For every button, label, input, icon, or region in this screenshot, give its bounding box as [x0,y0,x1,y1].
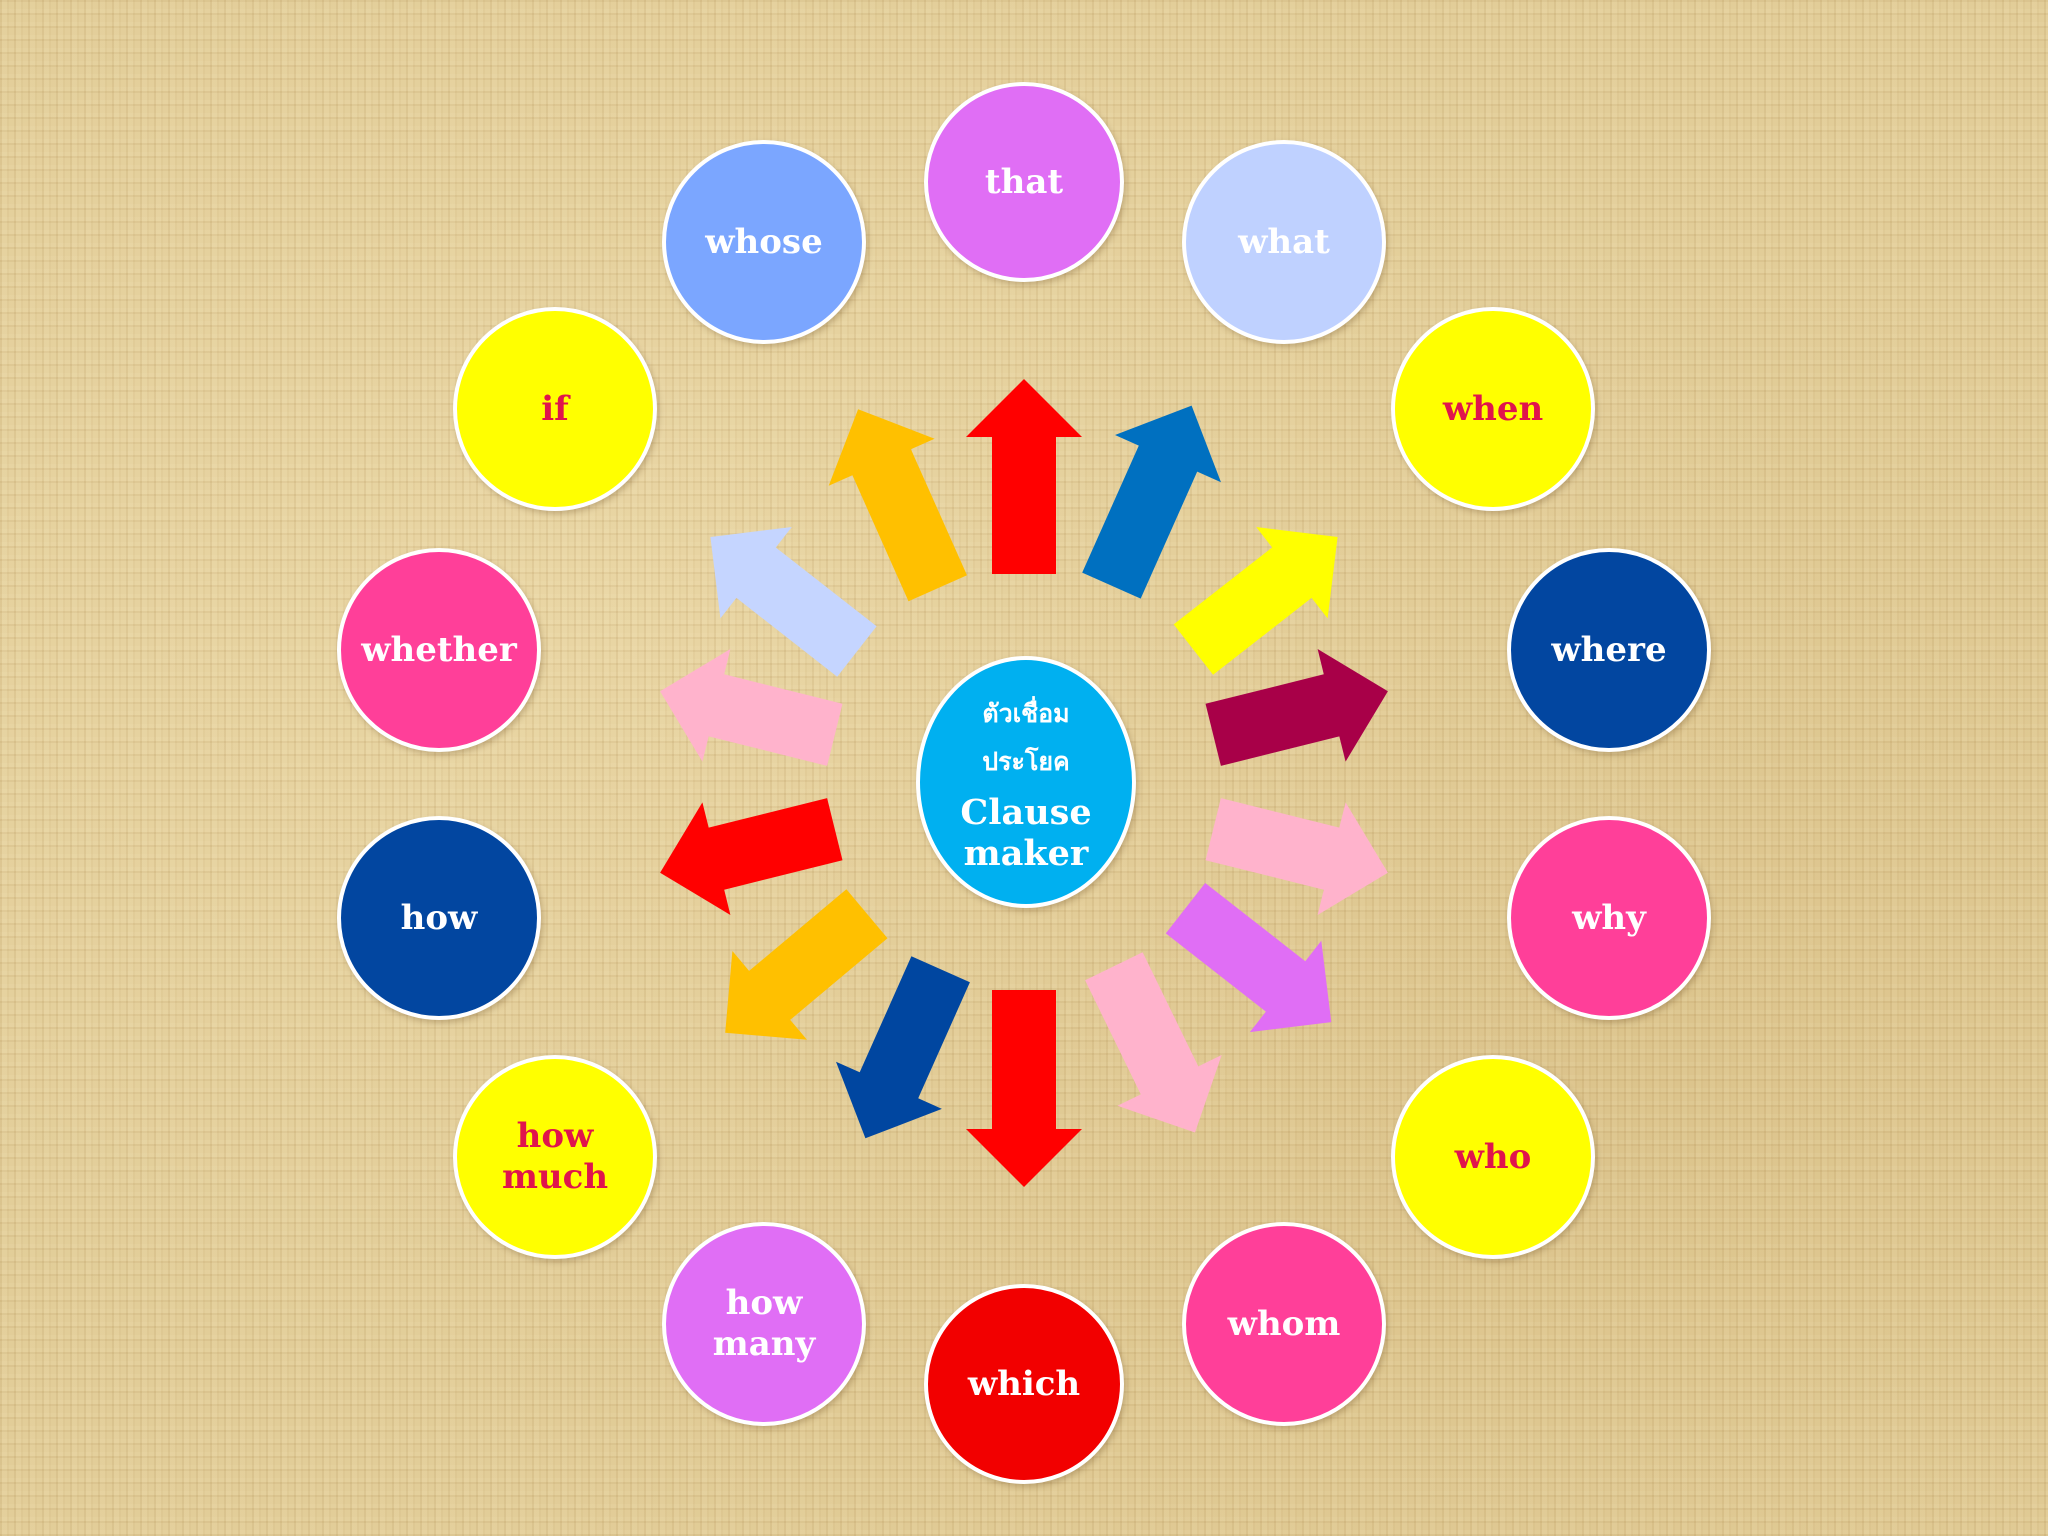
center-thai-label: ตัวเชื่อม ประโยค [982,699,1070,776]
bubble-label: how many [712,1283,816,1364]
bubble-label: whose [705,221,823,262]
arrow-14 [828,409,967,602]
bubble-label: which [967,1363,1081,1404]
bubble-label: how much [501,1116,609,1197]
center-hub: ตัวเชื่อม ประโยค Clause maker [916,656,1136,908]
bubble-label: why [1572,897,1646,938]
arrow-3 [1173,527,1338,675]
arrow-6 [1165,883,1332,1033]
bubble-label: where [1551,629,1667,670]
center-english-label: Clause maker [960,792,1092,874]
arrow-9 [836,956,970,1139]
arrow-11 [660,798,843,915]
bubble-whether: whether [337,548,541,752]
bubble-label: whom [1227,1303,1341,1344]
arrow-10 [725,889,888,1040]
bubble-how-many: how many [662,1222,866,1426]
arrow-5 [1205,798,1388,915]
arrow-7 [1085,952,1222,1133]
bubble-label: what [1238,221,1330,262]
bubble-who: who [1391,1055,1595,1259]
bubble-label: how [400,897,478,938]
bubble-label: who [1454,1136,1532,1177]
bubble-label: when [1442,388,1544,429]
bubble-where: where [1507,548,1711,752]
arrow-4 [1205,649,1388,766]
arrow-2 [1082,405,1221,599]
bubble-when: when [1391,307,1595,511]
arrow-13 [710,527,877,677]
arrow-12 [660,649,843,766]
bubble-how-much: how much [453,1055,657,1259]
bubble-how: how [337,816,541,1020]
bubble-if: if [453,307,657,511]
bubble-label: whether [361,629,517,670]
bubble-label: if [541,388,569,429]
bubble-what: what [1182,140,1386,344]
bubble-label: that [984,161,1064,202]
arrow-1 [966,379,1082,574]
bubble-whom: whom [1182,1222,1386,1426]
arrow-8 [966,990,1082,1187]
bubble-whose: whose [662,140,866,344]
bubble-which: which [924,1284,1124,1484]
bubble-that: that [924,82,1124,282]
bubble-why: why [1507,816,1711,1020]
